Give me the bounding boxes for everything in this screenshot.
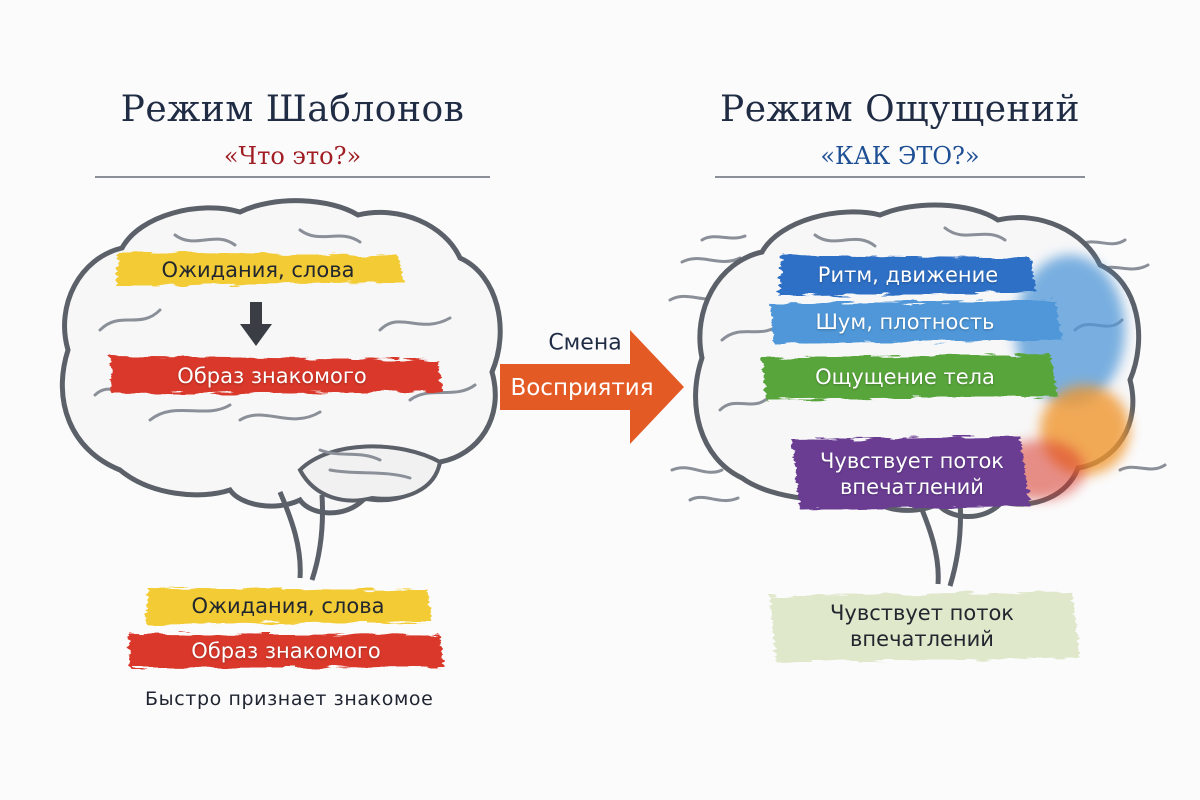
left-caption: Быстро признает знакомое	[145, 688, 434, 710]
left-legend-top-label: Ожидания, слова	[191, 594, 385, 618]
right-legend-line1: Чувствует поток	[830, 601, 1014, 625]
down-arrow-icon	[240, 302, 272, 346]
left-brain-stem	[277, 491, 325, 581]
arrow-label-top: Смена	[548, 330, 622, 356]
right-subtitle: «КАК ЭТО?»	[820, 142, 980, 170]
right-band-4-label: Чувствует поток впечатлений	[802, 448, 1022, 500]
left-subtitle: «Что это?»	[223, 142, 362, 170]
right-band-light-blue	[770, 300, 1062, 344]
left-band-yellow	[116, 252, 404, 286]
left-divider	[95, 176, 490, 178]
left-legend-bottom-label: Образ знакомого	[191, 639, 381, 663]
arrow-label-bottom: Восприятия	[510, 375, 654, 401]
right-band-1-label: Ритм, движение	[817, 263, 999, 287]
left-legend-band-yellow	[146, 588, 432, 624]
right-band-blue	[778, 255, 1036, 296]
right-band-4-line1: Чувствует поток	[820, 449, 1004, 473]
left-heading: Режим Шаблонов «Что это?»	[95, 88, 490, 172]
right-brain-stem	[915, 499, 963, 587]
right-band-purple	[792, 436, 1030, 510]
right-divider	[715, 176, 1085, 178]
right-legend-line2: впечатлений	[850, 627, 994, 651]
right-band-4-line2: впечатлений	[840, 475, 984, 499]
left-title: Режим Шаблонов	[120, 89, 465, 130]
right-legend-band-green	[770, 592, 1080, 662]
left-band-red	[110, 356, 442, 394]
left-band-bottom-label: Образ знакомого	[177, 364, 367, 388]
shift-arrow	[500, 330, 684, 444]
right-heading: Режим Ощущений «КАК ЭТО?»	[715, 88, 1085, 172]
right-band-2-label: Шум, плотность	[815, 310, 995, 334]
left-band-top-label: Ожидания, слова	[161, 258, 355, 282]
right-band-3-label: Ощущение тела	[815, 365, 995, 389]
left-legend-band-red	[128, 634, 444, 668]
right-legend-label: Чувствует поток впечатлений	[792, 600, 1052, 652]
right-title: Режим Ощущений	[719, 89, 1080, 130]
right-band-green	[762, 354, 1058, 400]
